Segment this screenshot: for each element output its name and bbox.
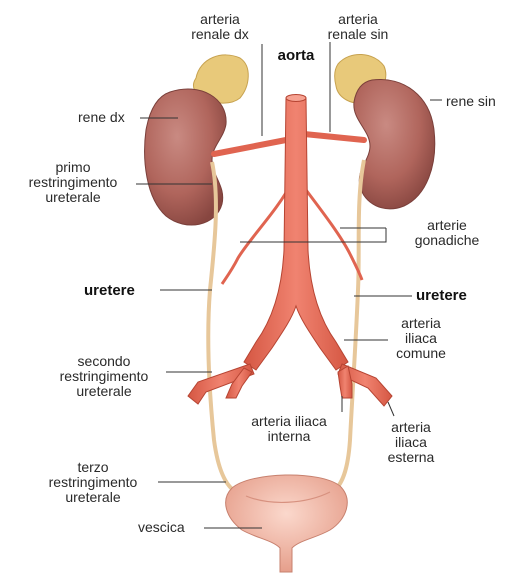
- label-rene-dx: rene dx: [78, 110, 125, 125]
- label-arterie-gonadiche: arterie gonadiche: [392, 218, 502, 248]
- gonadal-artery-right: [222, 182, 292, 284]
- label-secondo-restringimento: secondo restringimento ureterale: [36, 354, 172, 399]
- renal-artery-left: [304, 134, 364, 140]
- label-uretere-sin: uretere: [416, 288, 467, 303]
- label-arteria-iliaca-comune: arteria iliaca comune: [386, 316, 456, 361]
- renal-artery-right: [214, 140, 286, 154]
- label-uretere-dx: uretere: [84, 283, 135, 298]
- kidney-right: [145, 89, 226, 225]
- label-rene-sin: rene sin: [446, 94, 496, 109]
- kidney-left: [354, 79, 435, 208]
- label-arteria-renale-dx: arteria renale dx: [178, 12, 262, 42]
- label-terzo-restringimento: terzo restringimento ureterale: [26, 460, 160, 505]
- label-arteria-iliaca-esterna: arteria iliaca esterna: [374, 420, 448, 465]
- label-arteria-renale-sin: arteria renale sin: [316, 12, 400, 42]
- label-vescica: vescica: [138, 520, 185, 535]
- bladder: [226, 475, 348, 572]
- label-primo-restringimento: primo restringimento ureterale: [8, 160, 138, 205]
- label-aorta: aorta: [268, 48, 324, 63]
- label-arteria-iliaca-interna: arteria iliaca interna: [236, 414, 342, 444]
